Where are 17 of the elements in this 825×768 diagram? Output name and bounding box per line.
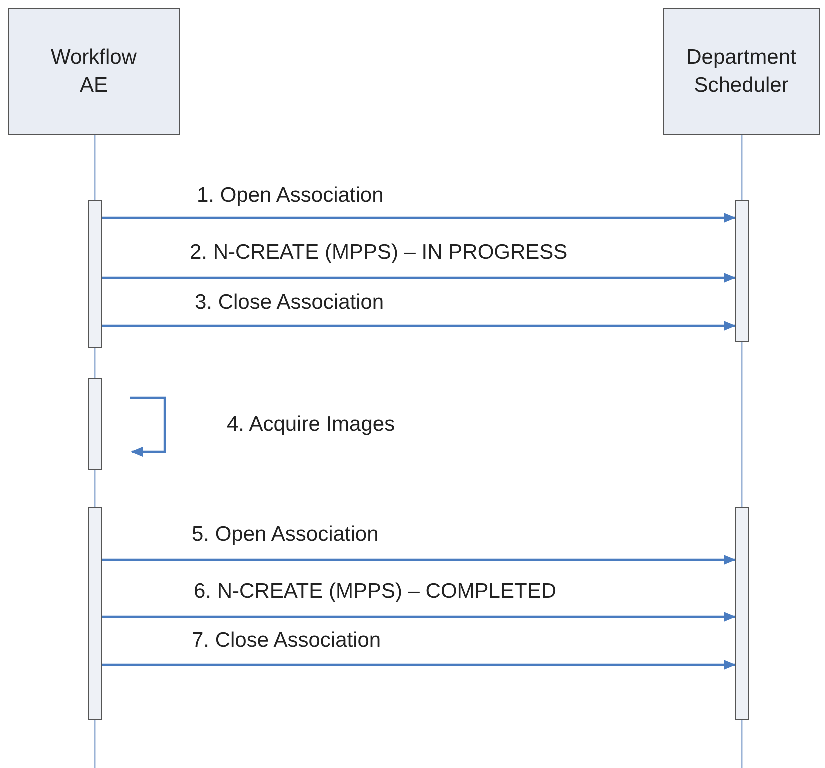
activation-bar [735,200,749,342]
message-arrow [102,660,736,670]
lifeline-head-box: Department Scheduler [663,8,820,135]
activation-bar [88,507,102,720]
activation-bar [88,200,102,348]
message-arrow [102,555,736,565]
message-arrow [102,612,736,622]
activation-bar [88,378,102,470]
message-arrow [102,321,736,331]
message-arrow [130,396,166,457]
edge-label: 6. N-CREATE (MPPS) – COMPLETED [192,580,558,604]
message-arrow [102,273,736,283]
edge-label: 2. N-CREATE (MPPS) – IN PROGRESS [188,241,570,265]
edge-label: 4. Acquire Images [225,413,398,437]
message-arrow [102,213,736,223]
lifeline-head-box: Workflow AE [8,8,180,135]
activation-bar [735,507,749,720]
